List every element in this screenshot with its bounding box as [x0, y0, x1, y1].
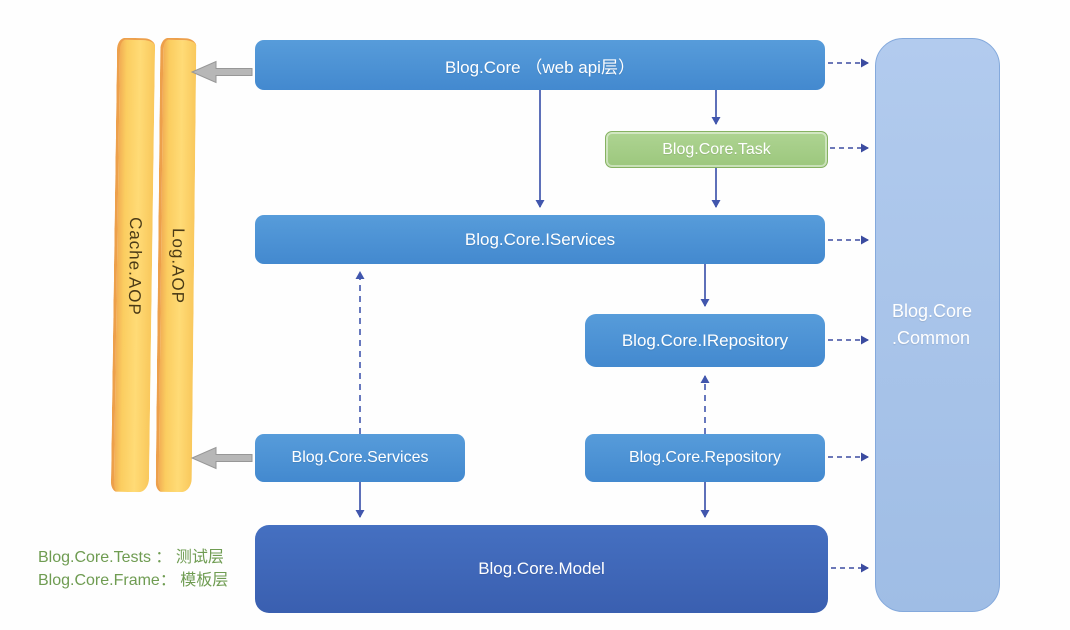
box-blog-core-model-label: Blog.Core.Model	[478, 559, 605, 578]
common-label-line2: .Common	[892, 328, 971, 348]
box-blog-core-model: Blog.Core.Model	[255, 525, 828, 613]
box-blog-core-task: Blog.Core.Task	[605, 131, 828, 168]
common-label-line1: Blog.Core	[892, 301, 973, 321]
box-blog-core-task-label: Blog.Core.Task	[662, 140, 771, 158]
legend-line-frame: Blog.Core.Frame： 模板层	[38, 572, 229, 589]
box-blog-core-services-label: Blog.Core.Services	[291, 449, 429, 466]
legend: Blog.Core.Tests ： 测试层 Blog.Core.Frame： 模…	[38, 546, 228, 592]
box-blog-core-webapi: Blog.Core （web api层）	[255, 40, 825, 90]
box-blog-core-irepository: Blog.Core.IRepository	[585, 314, 825, 367]
gray-arrow-services-to-aop	[190, 446, 253, 470]
box-blog-core-repository-label: Blog.Core.Repository	[628, 449, 782, 466]
box-blog-core-common: Blog.Core .Common	[875, 38, 1000, 612]
box-blog-core-repository: Blog.Core.Repository	[585, 434, 825, 482]
box-blog-core-webapi-label: Blog.Core （web api层）	[445, 57, 635, 77]
gray-arrow-webapi-to-aop	[190, 60, 253, 84]
box-blog-core-services: Blog.Core.Services	[255, 434, 465, 482]
box-blog-core-irepository-label: Blog.Core.IRepository	[621, 330, 789, 350]
box-blog-core-iservices: Blog.Core.IServices	[255, 215, 825, 264]
box-blog-core-iservices-label: Blog.Core.IServices	[464, 229, 616, 249]
legend-line-tests: Blog.Core.Tests ： 测试层	[38, 549, 224, 566]
box-blog-core-common-label: Blog.Core .Common	[892, 298, 972, 352]
